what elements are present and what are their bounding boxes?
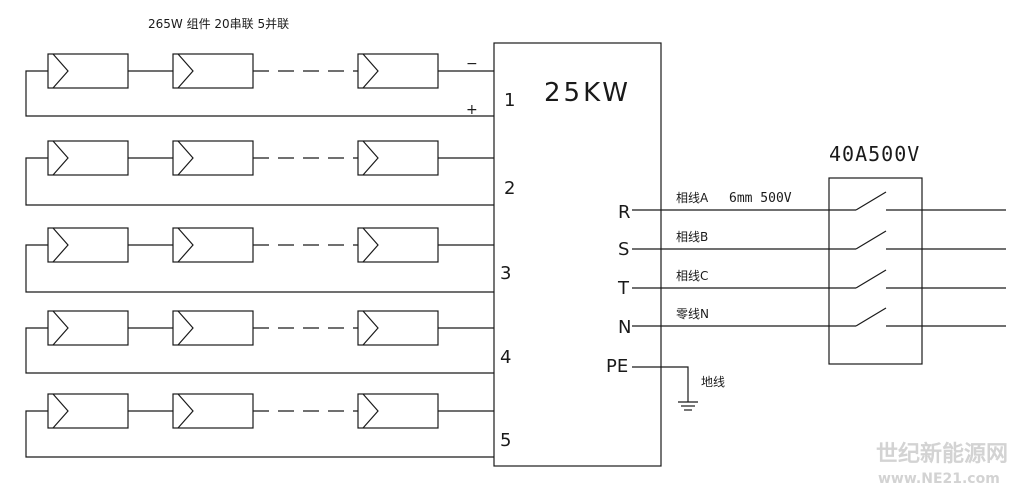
label-neutral: 零线N (676, 307, 709, 321)
pv-module-symbol (177, 227, 194, 263)
breaker-blade (855, 269, 887, 289)
breaker-blade (855, 230, 887, 250)
pv-module (172, 393, 254, 429)
input-terminal-5: 5 (500, 430, 511, 451)
input-terminal-1: 1 (504, 90, 515, 111)
pv-module-symbol (362, 140, 379, 176)
polarity-plus: + (466, 102, 478, 118)
pv-module-symbol (362, 227, 379, 263)
watermark-cn: 世纪新能源网 (876, 441, 1008, 467)
watermark-url: www.NE21.com (878, 471, 1000, 487)
inverter-rating: 25KW (544, 78, 631, 108)
pv-module (357, 53, 439, 89)
pv-module-symbol (52, 393, 69, 429)
pv-module-symbol (362, 53, 379, 89)
label-cable-spec: 6mm 500V (729, 191, 792, 206)
input-terminal-3: 3 (500, 263, 511, 284)
pv-module-symbol (52, 140, 69, 176)
polarity-minus: − (466, 56, 478, 72)
breaker-box (828, 177, 923, 365)
pv-module (47, 227, 129, 263)
breaker-switches (855, 191, 1006, 327)
label-phase-b: 相线B (676, 230, 708, 244)
output-terminal-n: N (618, 317, 631, 338)
pv-module (357, 227, 439, 263)
label-phase-a: 相线A (676, 191, 709, 205)
pv-module-symbol (177, 310, 194, 346)
pv-module (47, 393, 129, 429)
pv-module-symbol (177, 140, 194, 176)
pv-module (47, 310, 129, 346)
label-ground: 地线 (701, 375, 725, 389)
pv-strings (25, 53, 494, 458)
label-phase-c: 相线C (676, 269, 708, 283)
breaker-blade (855, 191, 887, 211)
pv-module (47, 140, 129, 176)
output-terminal-s: S (618, 239, 629, 260)
pv-module-symbol (52, 227, 69, 263)
pv-module-symbol (52, 310, 69, 346)
module-config-note: 265W 组件 20串联 5并联 (148, 17, 289, 31)
string-5-positive-return (25, 410, 494, 458)
pv-module (172, 310, 254, 346)
output-terminal-pe: PE (606, 356, 628, 377)
pv-module (172, 53, 254, 89)
pv-module-symbol (177, 393, 194, 429)
output-terminal-t: T (617, 278, 630, 299)
pv-module (47, 53, 129, 89)
pv-module (172, 227, 254, 263)
pv-module-symbol (362, 310, 379, 346)
input-terminal-4: 4 (500, 347, 511, 368)
inverter-box (493, 42, 662, 467)
pv-module (357, 393, 439, 429)
wire-ground (632, 366, 689, 402)
breaker-blade (855, 307, 887, 327)
pv-module-symbol (177, 53, 194, 89)
pv-module-symbol (362, 393, 379, 429)
breaker-rating: 40A500V (829, 142, 920, 166)
pv-module (357, 310, 439, 346)
pv-module-symbol (52, 53, 69, 89)
string-2-positive-return (25, 157, 494, 206)
string-3-positive-return (25, 244, 494, 293)
pv-module (172, 140, 254, 176)
output-terminal-r: R (618, 202, 631, 223)
input-terminal-2: 2 (504, 178, 515, 199)
string-4-positive-return (25, 327, 494, 374)
string-1-positive-return (25, 70, 494, 117)
pv-module (357, 140, 439, 176)
